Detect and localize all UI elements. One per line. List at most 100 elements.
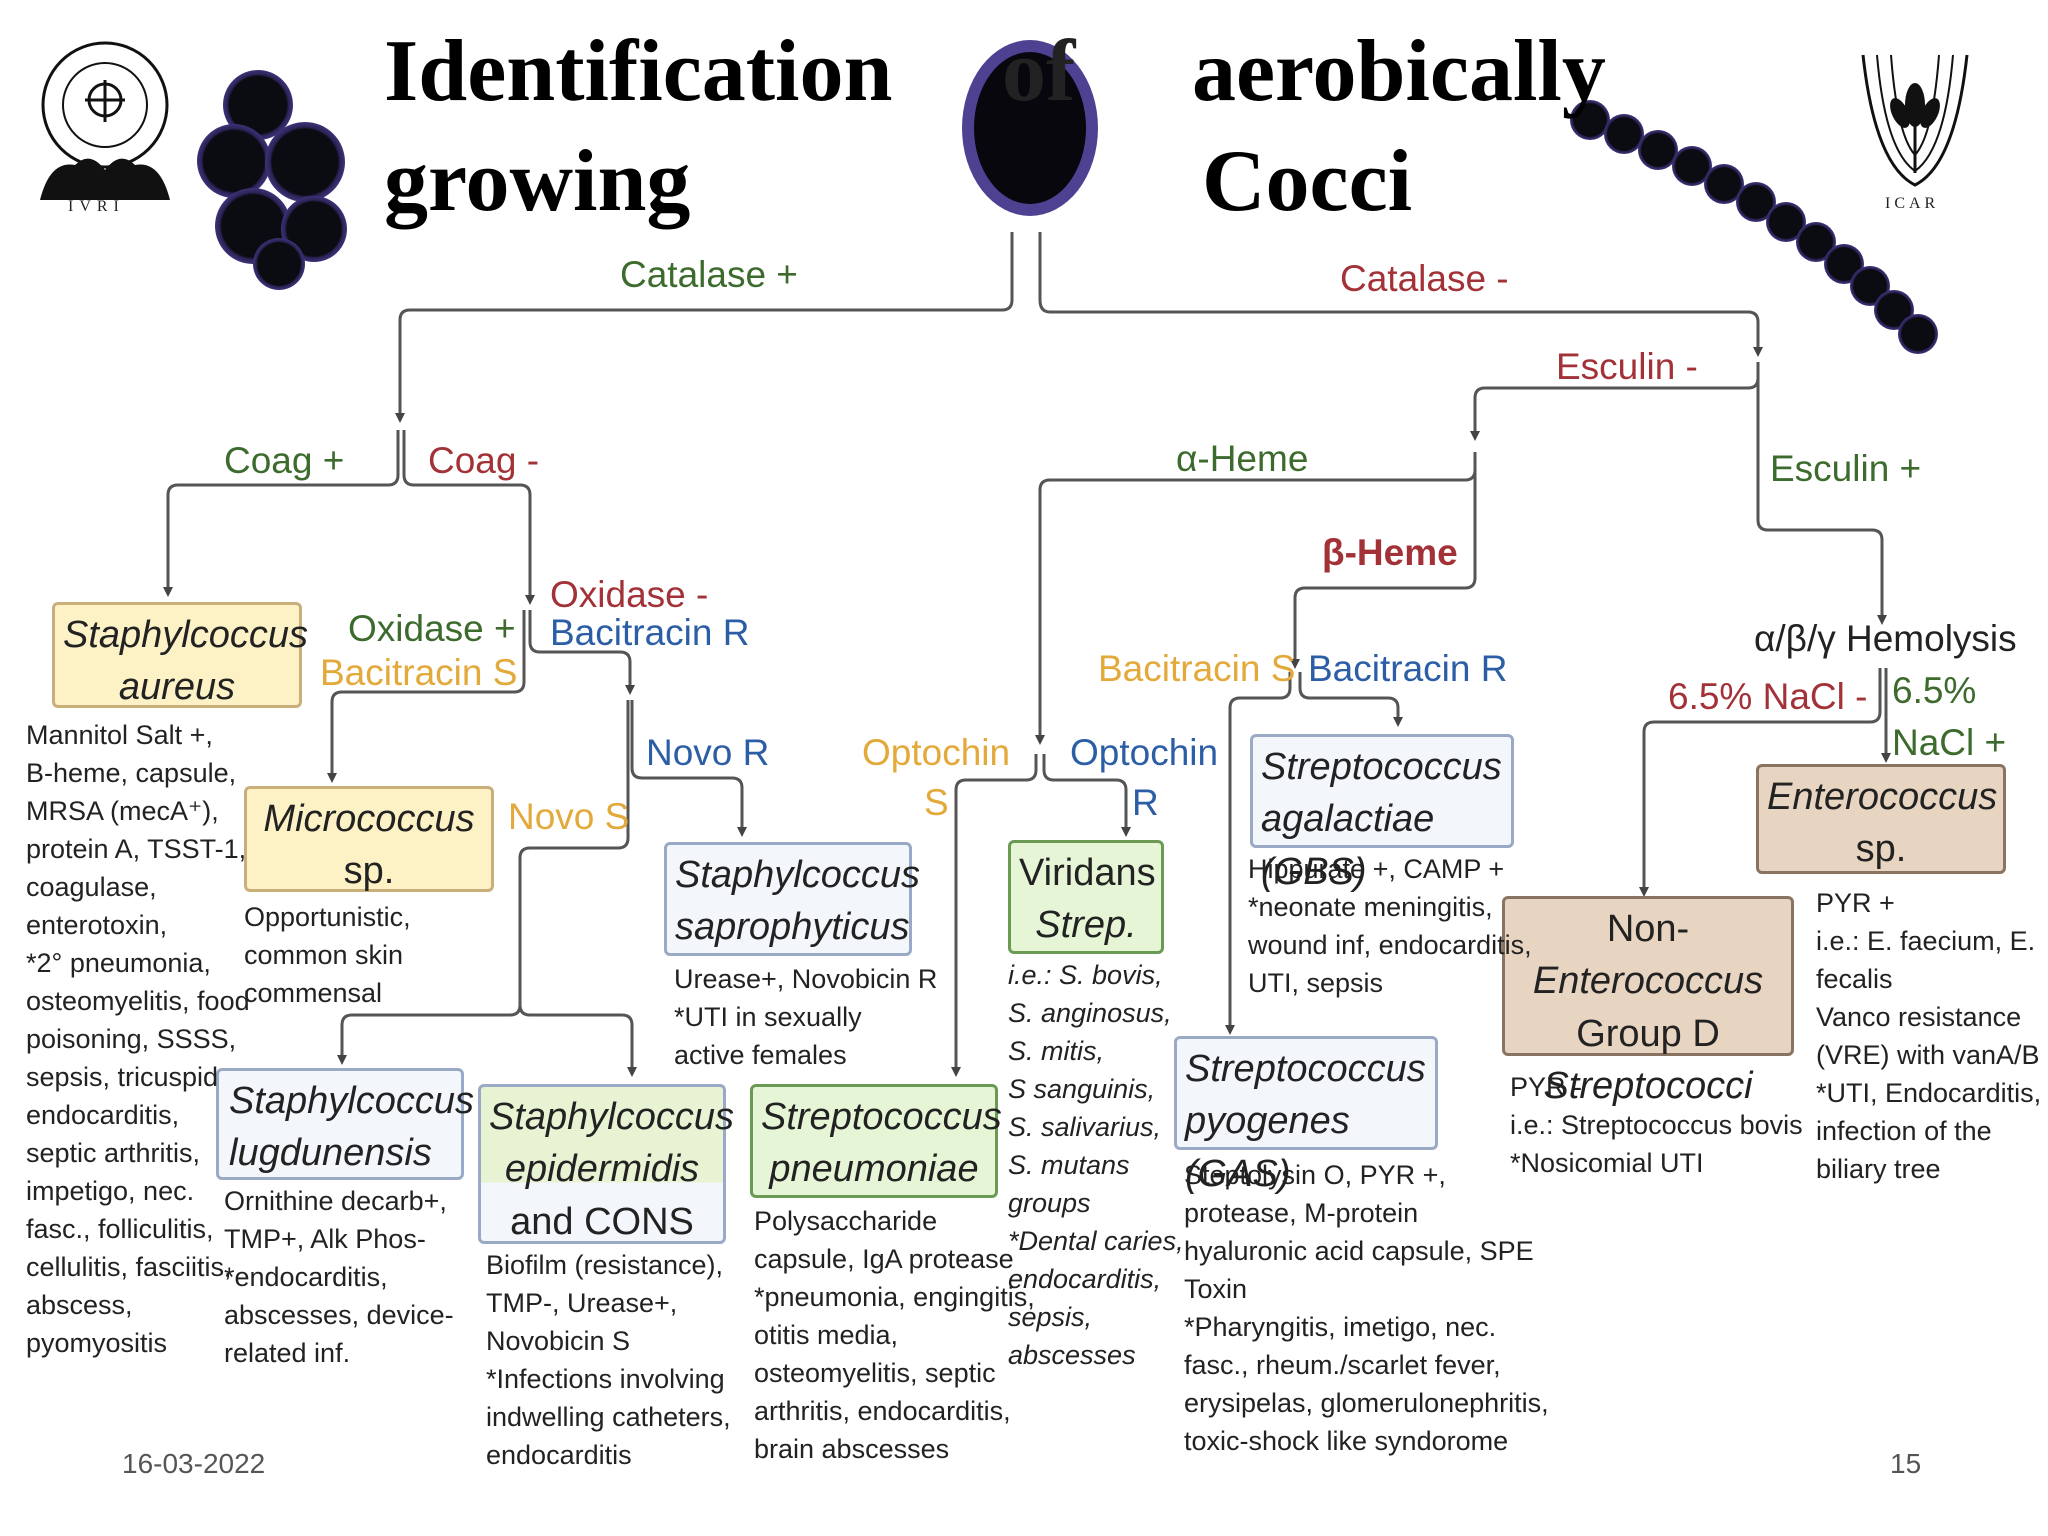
title-word-aerobically: aerobically <box>1192 23 1606 120</box>
edge-coag-pos <box>163 430 400 597</box>
box-staphylococcus-saprophyticus: Staphylcoccus saprophyticus <box>664 842 920 956</box>
box-micrococcus-line2: sp. <box>343 850 395 893</box>
box-staphylococcus-saprophyticus-line1: Staphylcoccus <box>675 854 921 896</box>
note-streptococcus-agalactiae: Hippurate +, CAMP + *neonate meningitis,… <box>1248 854 1532 998</box>
label-catalase-positive: Catalase + <box>620 254 798 295</box>
box-non-enterococcus-group-d: Non- Enterococcus Group D Streptococci <box>1502 896 1794 1107</box>
edge-oxidase-pos <box>327 610 526 783</box>
box-micrococcus-line1: Micrococcus <box>263 798 475 840</box>
footer-page-number: 15 <box>1890 1448 1922 1479</box>
label-bacitracin-s-1: Bacitracin S <box>320 652 518 693</box>
note-staphylococcus-saprophyticus: Urease+, Novobicin R *UTI in sexually ac… <box>674 964 938 1070</box>
title-word-growing: growing <box>384 133 691 230</box>
label-coag-positive: Coag + <box>224 440 345 481</box>
edge-novo-s <box>518 700 630 940</box>
box-streptococcus-agalactiae-line2: agalactiae (GBS) <box>1261 798 1435 893</box>
box-non-enterococcus-genus: Enterococcus <box>1532 960 1764 1003</box>
box-viridans-strep: Viridans Strep. <box>1008 840 1164 954</box>
box-streptococcus-pyogenes: Streptococcus pyogenes (GAS) <box>1174 1036 1438 1195</box>
label-oxidase-positive: Oxidase + <box>348 608 516 649</box>
edge-optochin-s <box>951 754 1038 1077</box>
staphylococci-cluster-illustration <box>195 60 355 290</box>
edge-novo-s-epi <box>518 940 637 1077</box>
edge-novo-r <box>630 700 747 837</box>
label-alpha-heme: α-Heme <box>1176 438 1309 479</box>
note-enterococcus: PYR + i.e.: E. faecium, E. fecalis Vanco… <box>1816 888 2042 1184</box>
edge-nacl-neg <box>1639 668 1882 897</box>
icar-logo-text: ICAR <box>1885 195 1940 212</box>
ivri-logo-text: IVRI <box>68 198 125 215</box>
label-nacl-positive-2: NaCl + <box>1892 722 2007 763</box>
edge-catalase-pos <box>395 232 1014 423</box>
edge-bacitracin-r <box>1298 672 1403 727</box>
box-non-enterococcus-line2: Group D <box>1576 1012 1720 1055</box>
box-staphylococcus-aureus-line2: aureus <box>118 666 236 709</box>
label-bacitracin-r-2: Bacitracin R <box>1308 648 1508 689</box>
box-viridans-strep-line2: Strep. <box>1035 904 1137 947</box>
box-staphylococcus-epidermidis-line2: epidermidis <box>504 1148 700 1191</box>
box-streptococcus-agalactiae: Streptococcus agalactiae (GBS) <box>1250 734 1514 893</box>
box-staphylococcus-lugdunensis-line1: Staphylcoccus <box>229 1080 475 1122</box>
box-enterococcus-line1: Enterococcus <box>1767 776 1998 818</box>
note-staphylococcus-lugdunensis: Ornithine decarb+, TMP+, Alk Phos- *endo… <box>224 1186 454 1368</box>
edge-bacitracin-s <box>1225 672 1292 1035</box>
title-word-identification: Identification <box>384 23 893 120</box>
label-bacitracin-s-2: Bacitracin S <box>1098 648 1296 689</box>
label-novo-r: Novo R <box>646 732 770 773</box>
box-staphylococcus-epidermidis-line1: Staphylcoccus <box>489 1096 735 1138</box>
box-non-enterococcus-line3: Streptococci <box>1543 1065 1753 1108</box>
title-word-of: of <box>1002 23 1076 120</box>
label-bacitracin-r-1: Bacitracin R <box>550 612 750 653</box>
box-streptococcus-pneumoniae-line2: pneumoniae <box>769 1148 979 1191</box>
box-enterococcus-line2: sp. <box>1855 828 1907 871</box>
label-hemolysis: α/β/γ Hemolysis <box>1754 618 2017 659</box>
footer-date: 16-03-2022 <box>122 1448 266 1479</box>
box-enterococcus: Enterococcus sp. <box>1756 764 2006 874</box>
label-esculin-positive: Esculin + <box>1770 448 1922 489</box>
edge-beta-heme <box>1290 452 1477 669</box>
edge-esculin-pos <box>1756 362 1887 625</box>
label-novo-s: Novo S <box>508 796 630 837</box>
note-streptococcus-pyogenes: Steptolysin O, PYR +, protease, M-protei… <box>1184 1160 1549 1456</box>
box-streptococcus-agalactiae-line1: Streptococcus <box>1261 746 1502 788</box>
label-oxidase-negative: Oxidase - <box>550 574 709 615</box>
icar-logo: ICAR <box>1855 45 1975 220</box>
title-word-cocci: Cocci <box>1202 133 1413 230</box>
note-viridans-strep: i.e.: S. bovis, S. anginosus, S. mitis, … <box>1008 960 1184 1370</box>
cocci-cluster-illustration <box>962 40 1098 216</box>
box-non-enterococcus-prefix: Non- <box>1606 908 1690 950</box>
box-staphylococcus-saprophyticus-line2: saprophyticus <box>675 906 910 949</box>
edge-oxidase-neg <box>528 610 635 695</box>
label-optochin-s: Optochin <box>862 732 1011 773</box>
note-streptococcus-pneumoniae: Polysaccharide capsule, IgA protease *pn… <box>754 1206 1035 1464</box>
box-staphylococcus-lugdunensis: Staphylcoccus lugdunensis <box>216 1068 474 1180</box>
box-streptococcus-pneumoniae: Streptococcus pneumoniae <box>750 1084 1002 1198</box>
label-optochin-r: Optochin <box>1070 732 1219 773</box>
label-esculin-negative: Esculin - <box>1556 346 1698 387</box>
label-nacl-negative: 6.5% NaCl - <box>1668 676 1868 717</box>
note-micrococcus: Opportunistic, common skin commensal <box>244 902 411 1008</box>
box-micrococcus: Micrococcus sp. <box>244 786 494 892</box>
ivri-logo: IVRI <box>30 30 180 220</box>
label-beta-heme: β-Heme <box>1322 532 1458 573</box>
box-staphylococcus-aureus: Staphylcoccus aureus <box>52 602 308 709</box>
label-nacl-positive-1: 6.5% <box>1892 670 1977 711</box>
note-non-enterococcus: PYR - i.e.: Streptococcus bovis *Nosicom… <box>1510 1072 1803 1178</box>
edge-coag-neg <box>402 430 535 605</box>
edge-catalase-neg <box>1038 232 1763 357</box>
label-catalase-negative: Catalase - <box>1340 258 1509 299</box>
box-viridans-strep-line1: Viridans <box>1019 852 1156 894</box>
box-staphylococcus-epidermidis: Staphylcoccus epidermidis and CONS <box>478 1084 734 1244</box>
box-staphylococcus-epidermidis-line3: and CONS <box>510 1200 694 1243</box>
box-staphylococcus-lugdunensis-line2: lugdunensis <box>229 1132 432 1175</box>
box-streptococcus-pyogenes-line1: Streptococcus <box>1185 1048 1426 1090</box>
edge-optochin-r <box>1042 754 1131 837</box>
label-coag-negative: Coag - <box>428 440 540 481</box>
note-staphylococcus-aureus: Mannitol Salt +, B-heme, capsule, MRSA (… <box>26 720 250 1358</box>
box-staphylococcus-aureus-line1: Staphylcoccus <box>63 614 309 656</box>
box-streptococcus-pneumoniae-line1: Streptococcus <box>761 1096 1002 1138</box>
label-optochin-s-suffix: S <box>924 782 949 823</box>
label-optochin-r-suffix: R <box>1132 782 1159 823</box>
streptococci-chain-illustration <box>1570 100 1970 370</box>
note-staphylococcus-epidermidis: Biofilm (resistance), TMP-, Urease+, Nov… <box>486 1250 731 1470</box>
